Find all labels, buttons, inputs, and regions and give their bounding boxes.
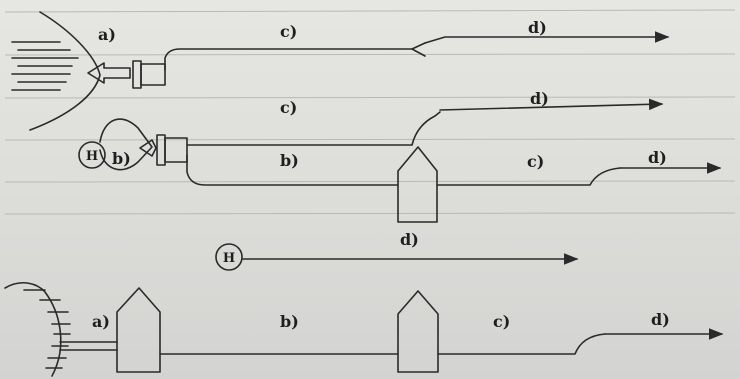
pipe-top-branch [411, 42, 426, 57]
pipe-boat-out [436, 167, 621, 186]
pump-top [132, 60, 166, 89]
label-c-top: c) [280, 22, 297, 41]
label-d-middle-right: d) [648, 148, 667, 167]
label-b-middle: b) [280, 151, 299, 170]
boat-right [397, 290, 439, 373]
paper-texture [4, 9, 736, 215]
label-d-helicopter: d) [400, 230, 419, 249]
label-b-helicopter: b) [112, 149, 131, 168]
label-c-middle-right: c) [527, 152, 544, 171]
label-d-top: d) [528, 18, 547, 37]
label-d-middle-upper: d) [530, 89, 549, 108]
helicopter-label: H [86, 149, 98, 164]
arrow-top-d [424, 31, 670, 44]
pipe-middle-lower [186, 154, 399, 186]
pump-middle [156, 134, 188, 166]
pipe-middle-upper [186, 111, 441, 146]
label-a-bottom: a) [92, 312, 110, 331]
label-c-middle: c) [280, 98, 297, 117]
water-body-top [11, 11, 101, 131]
water-body-bottom [4, 281, 71, 377]
label-a-top: a) [98, 25, 116, 44]
pipe-bottom-right [437, 333, 606, 355]
water-icon [11, 41, 79, 91]
intake-arrow [87, 62, 131, 84]
pipe-bottom-left [59, 341, 118, 351]
label-d-bottom: d) [651, 310, 670, 329]
boat-icon [397, 146, 438, 223]
helicopter-small-label: H [223, 251, 235, 266]
pipe-top-c [164, 48, 413, 71]
helicopter-small: H [215, 243, 243, 271]
label-b-bottom: b) [280, 312, 299, 331]
arrow-middle-upper-d [439, 98, 664, 111]
label-c-bottom: c) [493, 312, 510, 331]
boat-left [116, 287, 161, 373]
helicopter-icon: H [78, 118, 157, 171]
